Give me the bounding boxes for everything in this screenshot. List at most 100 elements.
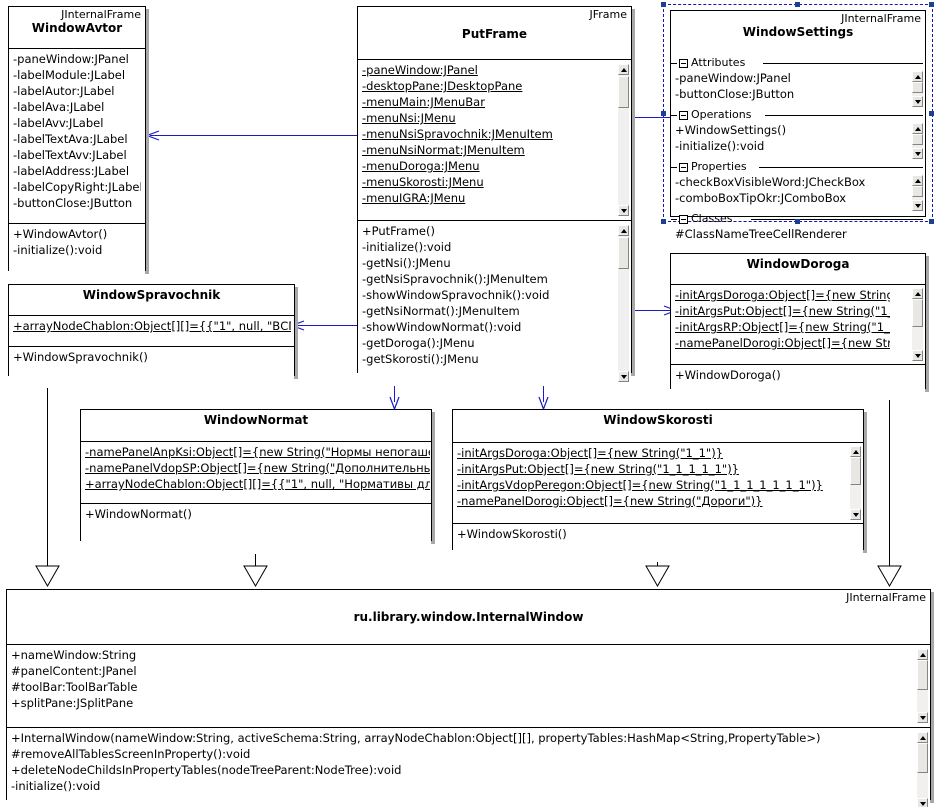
selection-handle-ml[interactable]	[661, 111, 666, 116]
attribute-row: -initArgsDoroga:Object[]={new String("1_…	[675, 288, 890, 302]
selection-handle-br[interactable]	[929, 219, 934, 224]
class-header-windowavtor: JInternalFrame WindowAvtor	[9, 7, 145, 49]
scroll-down-icon[interactable]	[917, 712, 928, 723]
scroll-down-icon[interactable]	[912, 200, 923, 211]
class-box-windowskorosti[interactable]: WindowSkorosti -initArgsDoroga:Object[]=…	[452, 409, 864, 562]
scroll-up-icon[interactable]	[912, 71, 923, 82]
attributes-compartment-windownormat: -namePanelAnpKsi:Object[]={new String("Н…	[81, 442, 431, 504]
attributes-scrollbar-putframe[interactable]	[617, 63, 630, 217]
scroll-up-icon[interactable]	[917, 649, 928, 660]
stereotype-label: JInternalFrame	[846, 591, 926, 604]
attribute-row: -labelAddress:JLabel	[13, 164, 130, 178]
scroll-up-icon[interactable]	[912, 123, 923, 134]
group-header-classes[interactable]: Classes	[671, 212, 925, 226]
attributes-scrollbar-windowsettings[interactable]	[911, 70, 924, 108]
attribute-row: -namePanelAnpKsi:Object[]={new String("Н…	[85, 445, 430, 459]
class-box-internalwindow[interactable]: JInternalFrame ru.library.window.Interna…	[6, 589, 931, 807]
attribute-row: -menuSkorosti:JMenu	[362, 175, 484, 189]
attribute-row: -menuNsiSpravochnik:JMenuItem	[362, 127, 553, 141]
group-dash	[671, 115, 677, 116]
attribute-row: +nameWindow:String	[11, 648, 137, 662]
scroll-up-icon[interactable]	[618, 64, 629, 75]
scroll-down-icon[interactable]	[618, 371, 629, 382]
collapse-minus-icon[interactable]	[679, 110, 688, 120]
scroll-down-icon[interactable]	[912, 350, 923, 361]
attribute-row: -buttonClose:JButton	[13, 196, 133, 210]
operations-compartment-putframe: +PutFrame() -initialize():void -getNsi()…	[358, 221, 631, 386]
attributes-compartment-putframe: -paneWindow:JPanel -desktopPane:JDesktop…	[358, 60, 631, 221]
attributes-scrollbar-windowskorosti[interactable]	[849, 445, 862, 521]
scrollbar-thumb[interactable]	[912, 186, 923, 197]
scrollbar-thumb[interactable]	[917, 743, 928, 773]
selection-handle-tc[interactable]	[795, 2, 800, 7]
scrollbar-thumb[interactable]	[917, 660, 928, 690]
scroll-down-icon[interactable]	[912, 96, 923, 107]
selection-handle-tr[interactable]	[929, 2, 934, 7]
operation-row: -showWindowNormat():void	[362, 320, 522, 334]
scroll-up-icon[interactable]	[618, 225, 629, 236]
selection-handle-bc[interactable]	[795, 219, 800, 224]
scrollbar-thumb[interactable]	[618, 76, 629, 108]
class-name-label: WindowDoroga	[746, 257, 850, 271]
attributes-compartment-windowavtor: -paneWindow:JPanel -labelModule:JLabel -…	[9, 49, 145, 224]
operation-row: +WindowSpravochnik()	[13, 350, 148, 364]
attribute-row: -menuNsiNormat:JMenuItem	[362, 143, 525, 157]
scroll-up-icon[interactable]	[912, 288, 923, 299]
attribute-row: -menuIGRA:JMenu	[362, 191, 466, 205]
collapse-minus-icon[interactable]	[679, 58, 688, 68]
scroll-down-icon[interactable]	[917, 798, 928, 807]
properties-scrollbar-windowsettings[interactable]	[911, 174, 924, 212]
operation-row: +WindowSettings()	[675, 123, 787, 137]
operations-scrollbar-windowsettings[interactable]	[911, 122, 924, 160]
scroll-down-icon[interactable]	[618, 205, 629, 216]
scroll-down-icon[interactable]	[850, 509, 861, 520]
dependency-putframe-windowspravochnik	[297, 325, 359, 326]
attribute-row: -desktopPane:JDesktopPane	[362, 79, 523, 93]
scrollbar-thumb[interactable]	[912, 134, 923, 145]
selection-handle-bl[interactable]	[661, 219, 666, 224]
class-name-label: WindowSkorosti	[603, 413, 713, 427]
group-header-operations[interactable]: Operations	[671, 108, 925, 122]
class-box-windowsettings[interactable]: JInternalFrame WindowSettings Attributes…	[670, 10, 926, 246]
scroll-up-icon[interactable]	[917, 732, 928, 743]
attribute-row: +arrayNodeChablon:Object[][]={{"1", null…	[85, 477, 430, 491]
group-header-attributes[interactable]: Attributes	[671, 56, 925, 70]
collapse-minus-icon[interactable]	[679, 214, 688, 224]
class-box-windowavtor[interactable]: JInternalFrame WindowAvtor -paneWindow:J…	[8, 6, 146, 283]
attributes-scrollbar-internalwindow[interactable]	[916, 648, 929, 724]
scrollbar-thumb[interactable]	[850, 457, 861, 485]
attribute-row: -initArgsRP:Object[]={new String("1_1_2"…	[675, 320, 890, 334]
scrollbar-thumb[interactable]	[912, 299, 923, 327]
scrollbar-thumb[interactable]	[912, 82, 923, 93]
scroll-up-icon[interactable]	[850, 446, 861, 457]
operations-compartment-windowskorosti: +WindowSkorosti()	[453, 524, 863, 562]
attribute-row: -paneWindow:JPanel	[362, 63, 478, 77]
class-header-windowdoroga: WindowDoroga	[671, 254, 925, 285]
class-header-windowsettings: JInternalFrame WindowSettings	[671, 11, 925, 56]
operation-row: #removeAllTablesScreenInProperty():void	[11, 747, 251, 761]
group-rule	[765, 115, 923, 116]
attributes-scrollbar-windowdoroga[interactable]	[911, 287, 924, 362]
generalization-spravochnik-line	[47, 376, 48, 566]
scroll-down-icon[interactable]	[912, 148, 923, 159]
group-header-properties[interactable]: Properties	[671, 160, 925, 174]
attributes-compartment-windowspravochnik: +arrayNodeChablon:Object[][]={{"1", null…	[9, 316, 294, 347]
property-row: -checkBoxVisibleWord:JCheckBox	[675, 175, 866, 189]
arrowhead-windowavtor	[146, 128, 160, 143]
generalization-doroga-line	[889, 392, 890, 566]
attribute-row: -paneWindow:JPanel	[13, 52, 129, 66]
properties-compartment-windowsettings: -checkBoxVisibleWord:JCheckBox -comboBox…	[671, 174, 925, 212]
scroll-up-icon[interactable]	[912, 175, 923, 186]
collapse-minus-icon[interactable]	[679, 162, 688, 172]
class-box-putframe[interactable]: JFrame PutFrame -paneWindow:JPanel -desk…	[357, 6, 632, 386]
class-box-windowdoroga[interactable]: WindowDoroga -initArgsDoroga:Object[]={n…	[670, 253, 926, 400]
operations-compartment-internalwindow: +InternalWindow(nameWindow:String, activ…	[7, 728, 930, 807]
scrollbar-thumb[interactable]	[618, 237, 629, 269]
class-box-windowspravochnik[interactable]: WindowSpravochnik +arrayNodeChablon:Obje…	[8, 284, 295, 388]
operations-scrollbar-putframe[interactable]	[617, 224, 630, 383]
class-box-windownormat[interactable]: WindowNormat -namePanelAnpKsi:Object[]={…	[80, 409, 432, 554]
selection-handle-tl[interactable]	[661, 2, 666, 7]
operations-scrollbar-internalwindow[interactable]	[916, 731, 929, 807]
inner-class-row: #ClassNameTreeCellRenderer	[675, 227, 847, 241]
selection-handle-mr[interactable]	[929, 111, 934, 116]
